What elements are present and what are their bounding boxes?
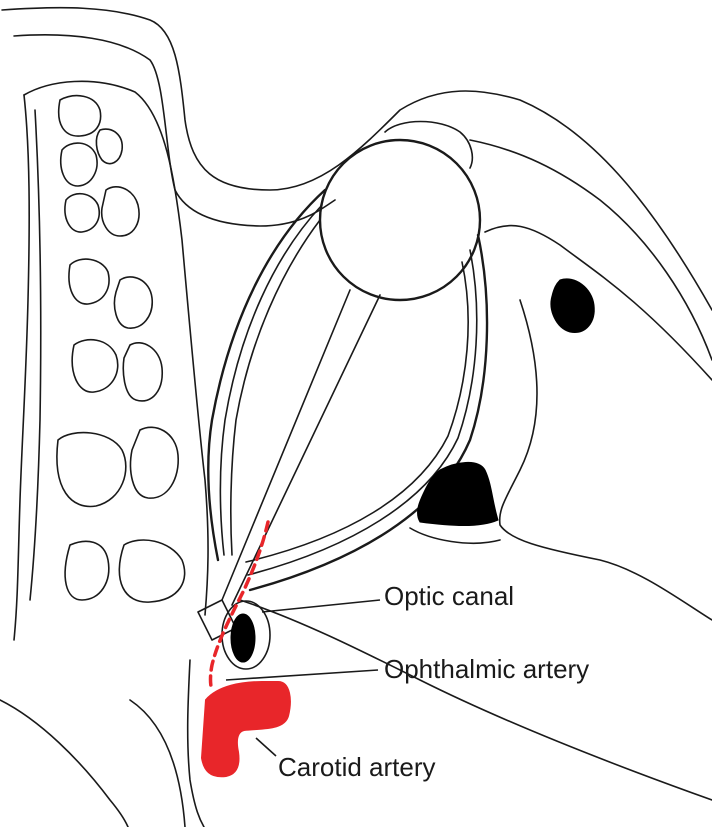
ethmoid-septum — [29, 109, 42, 601]
ethmoid-cell — [58, 94, 102, 137]
carotid-artery-leader — [255, 737, 277, 757]
ethmoid-cell — [95, 128, 123, 165]
muscle-cone-medial-inner-2 — [230, 219, 321, 556]
cornea — [384, 120, 474, 169]
upper-orbit-rim — [469, 139, 712, 361]
eye-globe — [318, 138, 482, 302]
optic-canal-leader — [261, 599, 381, 613]
ophthalmic-artery-path — [208, 520, 270, 692]
ethmoid-cell — [60, 142, 98, 187]
optic-canal-lumen — [230, 613, 256, 663]
label-ophthalmic-artery: Ophthalmic artery — [384, 654, 589, 684]
ethmoid-lateral-boundary — [13, 94, 30, 641]
lower-floor-line — [239, 599, 712, 801]
ethmoid-cell — [64, 192, 100, 233]
leader-lines — [225, 599, 381, 757]
lower-sinus-cavity — [417, 462, 499, 526]
sphenoid-boundary-mid — [186, 659, 205, 827]
ethmoid-region — [13, 80, 209, 641]
label-carotid-artery: Carotid artery — [278, 752, 436, 782]
sphenoid-lower-line — [129, 699, 186, 827]
label-optic-canal: Optic canal — [384, 581, 514, 611]
ophthalmic-artery-leader — [225, 669, 379, 681]
ethmoid-cell — [100, 186, 140, 237]
carotid-artery-shape — [200, 681, 291, 778]
optic-nerve-medial — [221, 289, 351, 601]
muscle-cone-lateral-outer — [248, 233, 489, 592]
eye-and-muscle-cone — [207, 120, 489, 606]
muscle-cone-lateral-inner-2 — [245, 261, 469, 563]
sphenoid-boundary-left — [0, 699, 129, 827]
inner-skull-contour — [13, 34, 336, 227]
ethmoid-medial-boundary — [23, 80, 209, 616]
lower-sinus-surround — [498, 299, 712, 621]
ethmoid-cell — [64, 540, 110, 601]
ethmoid-cell — [118, 539, 186, 603]
ethmoid-cell — [129, 426, 179, 499]
ethmoid-cell — [71, 338, 119, 393]
ethmoid-cell — [56, 431, 127, 508]
muscle-cone-lateral-inner-1 — [247, 249, 478, 576]
orbit-lateral-wall — [484, 224, 712, 381]
ethmoid-cell — [68, 258, 110, 305]
outer-skull-contour — [1, 6, 712, 311]
muscle-cone-medial-outer — [207, 188, 327, 562]
sinus-cavities — [409, 278, 712, 621]
ethmoid-cell — [113, 276, 153, 329]
lower-orbit-floor — [409, 527, 501, 545]
upper-sinus-cavity — [550, 278, 595, 333]
ethmoid-cell — [122, 342, 163, 402]
optic-canal-region — [197, 599, 271, 670]
lower-structures — [0, 599, 712, 827]
muscle-cone-medial-inner-1 — [219, 204, 323, 556]
optic-nerve-lateral — [231, 294, 381, 606]
skull-outlines — [1, 6, 712, 381]
